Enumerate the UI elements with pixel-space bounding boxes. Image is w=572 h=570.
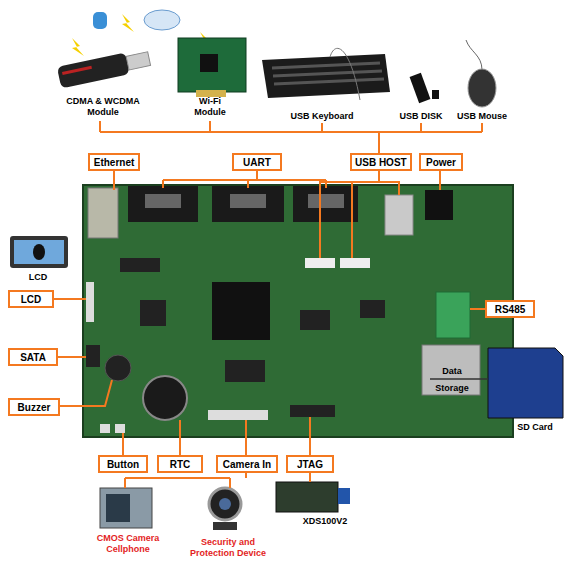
part-label: USB Keyboard (277, 111, 367, 122)
usb-disk-cap (432, 90, 439, 99)
callout-box: Button (98, 455, 148, 473)
callout-label: USB HOST (355, 157, 407, 168)
db9-connector (293, 186, 358, 222)
ic-chip (225, 360, 265, 382)
ic-chip (360, 300, 385, 318)
penguin-icon (33, 244, 45, 260)
pin-header (340, 258, 370, 268)
wifi-board (178, 38, 246, 92)
sd-slot (422, 345, 480, 395)
phone-screen (106, 494, 130, 522)
sata-connector (86, 345, 100, 367)
callout-label: Button (107, 459, 139, 470)
callout-label: Ethernet (94, 157, 135, 168)
callout-label: Camera In (223, 459, 271, 470)
lcd-display (14, 240, 64, 264)
lcd-screen (10, 236, 68, 268)
callout-box: Ethernet (88, 153, 140, 171)
callout-label: SATA (20, 352, 46, 363)
part-label: CMOS Camera Cellphone (93, 533, 163, 555)
callout-box: UART (232, 153, 282, 171)
callout-label: LCD (21, 294, 42, 305)
push-button (115, 424, 125, 433)
callout-box: RTC (157, 455, 203, 473)
lightning-icon (72, 38, 84, 56)
probe-connector (338, 488, 350, 504)
mouse (468, 69, 496, 107)
signal-icon (93, 12, 107, 29)
webcam (209, 488, 241, 520)
callout-label: RS485 (495, 304, 526, 315)
modem-stick (57, 48, 152, 89)
processor-chip (212, 282, 270, 340)
webcam-base (213, 522, 237, 530)
callout-label: Buzzer (18, 402, 51, 413)
part-label: Security and Protection Device (182, 537, 274, 559)
usb-plug (126, 52, 150, 70)
callout-box: USB HOST (350, 153, 412, 171)
db9-shell (145, 194, 181, 208)
lcd-connector (86, 282, 94, 322)
part-label: USB Mouse (452, 111, 512, 122)
wifi-chip (200, 54, 218, 72)
db9-shell (230, 194, 266, 208)
leader-line (54, 171, 485, 488)
part-label: SD Card (505, 422, 565, 433)
lightning-icon (122, 14, 134, 32)
part-label: Storage (430, 383, 474, 394)
db9-connector (128, 186, 198, 222)
part-label: USB DISK (391, 111, 451, 122)
ic-chip (300, 310, 330, 330)
db9-shell (308, 194, 344, 208)
callout-box: Buzzer (8, 398, 60, 416)
part-label: XDS100V2 (290, 516, 360, 527)
wifi-connector (196, 90, 226, 97)
camera-connector (208, 410, 268, 420)
keyboard (262, 54, 390, 98)
part-label: LCD (18, 272, 58, 283)
power-jack (425, 190, 453, 220)
keyboard-keys (272, 63, 384, 84)
callout-label: RTC (170, 459, 191, 470)
terminal-block (436, 292, 470, 338)
circuit-board (83, 185, 513, 437)
ethernet-jack (88, 188, 118, 238)
part-label: CDMA & WCDMA Module (63, 96, 143, 118)
callout-box: LCD (8, 290, 54, 308)
callout-label: UART (243, 157, 271, 168)
memory-chip (120, 258, 160, 272)
callout-box: SATA (8, 348, 58, 366)
callout-box: RS485 (485, 300, 535, 318)
callout-label: JTAG (297, 459, 323, 470)
part-label: Wi-Fi Module (190, 96, 230, 118)
cloud-icon (144, 10, 180, 30)
callout-box: JTAG (286, 455, 334, 473)
callout-box: Power (419, 153, 463, 171)
sd-card (488, 348, 563, 418)
coin-battery (143, 376, 187, 420)
modem-body (57, 52, 130, 88)
camera-phone (100, 488, 152, 528)
modem-stripe (62, 66, 92, 75)
mouse-cable (466, 40, 482, 70)
leader-line (430, 378, 488, 380)
ic-chip (140, 300, 166, 326)
push-button (100, 424, 110, 433)
jtag-header (290, 405, 335, 417)
usb-port (385, 195, 413, 235)
webcam-lens (219, 498, 231, 510)
db9-connector (212, 186, 284, 222)
part-label: Data (432, 366, 472, 377)
leader-line (100, 121, 482, 153)
keyboard-cable (330, 48, 360, 100)
usb-disk (410, 73, 431, 103)
callout-box: Camera In (216, 455, 278, 473)
pin-header (305, 258, 335, 268)
buzzer (105, 355, 131, 381)
callout-label: Power (426, 157, 456, 168)
debug-probe (276, 482, 338, 512)
